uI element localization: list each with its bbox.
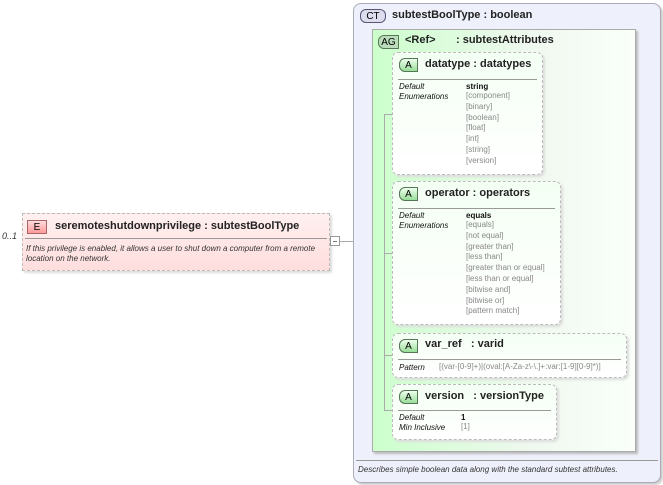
enum-value: [less than or equal] — [466, 273, 534, 283]
enum-value: [component] — [466, 91, 511, 100]
enum-value: [int] — [466, 134, 479, 144]
attribute-title: var_ref : varid — [425, 338, 504, 350]
enum-value: [version] — [466, 155, 497, 165]
complex-type-badge: CT — [360, 9, 386, 23]
pattern-value: [(var-[0-9]+)|(oval:[A-Za-z\-\.]+:var:[1… — [439, 362, 601, 371]
attribute-group-type: : subtestAttributes — [456, 34, 554, 46]
attribute-var-ref[interactable]: A var_ref : varid Pattern [(var-[0-9]+)|… — [392, 333, 627, 378]
attribute-badge: A — [399, 390, 418, 404]
enum-value: [greater than or equal] — [466, 263, 545, 273]
attribute-datatype[interactable]: A datatype : datatypes Default Enumerati… — [392, 52, 543, 175]
attribute-title: datatype : datatypes — [425, 58, 532, 70]
attribute-version[interactable]: A version : versionType Default Min Incl… — [392, 384, 557, 440]
min-inclusive-label: Min Inclusive — [399, 423, 446, 432]
default-value: 1 — [461, 413, 466, 422]
enum-value: [pattern match] — [466, 306, 520, 316]
enumerations-label: Enumerations — [399, 92, 449, 101]
element-description: If this privilege is enabled, it allows … — [26, 244, 316, 263]
default-label: Default — [399, 413, 425, 422]
default-value: string — [466, 82, 489, 91]
enum-value: [float] — [466, 123, 486, 133]
enum-value: [boolean] — [466, 112, 499, 122]
attribute-badge: A — [399, 339, 418, 353]
enum-value: [string] — [466, 144, 491, 154]
occurrence-label: 0..1 — [2, 231, 18, 241]
enum-value: [bitwise or] — [466, 295, 505, 305]
enum-value: [bitwise and] — [466, 284, 511, 294]
attribute-group-badge: AG — [378, 35, 399, 49]
enumerations-label: Enumerations — [399, 221, 449, 230]
attribute-operator[interactable]: A operator : operators Default Enumerati… — [392, 181, 561, 325]
attribute-title: version : versionType — [425, 390, 545, 402]
element-badge: E — [27, 220, 47, 234]
collapse-toggle[interactable] — [330, 236, 340, 246]
enum-value: [binary] — [466, 101, 493, 111]
attribute-title: operator : operators — [425, 187, 531, 199]
enum-value: [greater than] — [466, 241, 514, 251]
default-label: Default — [399, 211, 425, 220]
enum-value: [not equal] — [466, 230, 504, 240]
attribute-badge: A — [399, 187, 418, 201]
complex-type-title: subtestBoolType : boolean — [392, 9, 533, 21]
min-inclusive-value: [1] — [461, 422, 470, 431]
element-box[interactable]: E seremoteshutdownprivilege : subtestBoo… — [22, 213, 330, 271]
default-label: Default — [399, 82, 425, 91]
complex-type-description: Describes simple boolean data along with… — [358, 465, 618, 474]
element-title: seremoteshutdownprivilege : subtestBoolT… — [55, 220, 300, 232]
attribute-badge: A — [399, 58, 418, 72]
default-value: equals — [466, 211, 492, 220]
attribute-group-ref: <Ref> — [405, 34, 436, 46]
pattern-label: Pattern — [399, 363, 425, 372]
enum-value: [equals] — [466, 220, 495, 229]
enum-value: [less than] — [466, 252, 503, 262]
